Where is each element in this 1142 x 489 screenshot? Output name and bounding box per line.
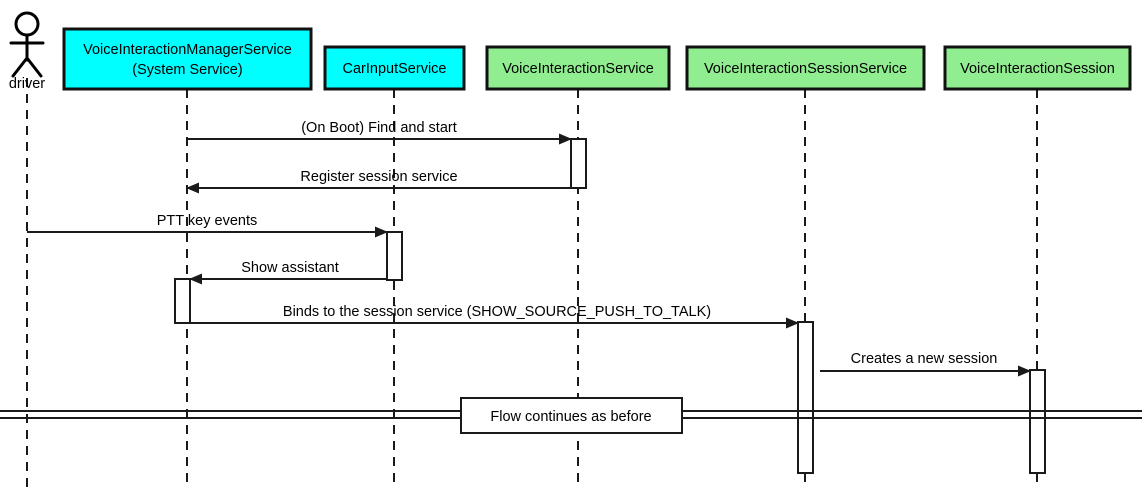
participant-sublabel-vims: (System Service) bbox=[132, 62, 242, 78]
divider-box bbox=[460, 397, 683, 434]
actor-head-icon bbox=[14, 11, 40, 37]
flow-divider-group: Flow continues as before bbox=[0, 397, 1142, 434]
msg-show-assistant[interactable]: Show assistant bbox=[189, 260, 387, 285]
participant-label-session: VoiceInteractionSession bbox=[960, 61, 1115, 77]
msg-binds-to-session-service[interactable]: Binds to the session service (SHOW_SOURC… bbox=[190, 304, 799, 329]
participant-label-carinput: CarInputService bbox=[343, 61, 447, 77]
msg-ptt-key-events[interactable]: PTT key events bbox=[27, 213, 388, 238]
msg-register-session-service[interactable]: Register session service bbox=[186, 169, 571, 194]
participant-label-viss: VoiceInteractionSessionService bbox=[704, 61, 907, 77]
participant-viss[interactable]: VoiceInteractionSessionService bbox=[685, 45, 926, 91]
msg-register-session-service-label: Register session service bbox=[300, 169, 457, 185]
activation-bar-vims bbox=[174, 278, 191, 324]
participant-box-viss bbox=[685, 45, 926, 91]
participant-label-vims: VoiceInteractionManagerService bbox=[83, 42, 292, 58]
participant-box-carinput bbox=[323, 45, 466, 91]
participant-box-vis bbox=[485, 45, 671, 91]
actor-label: driver bbox=[9, 76, 45, 92]
msg-on-boot-find-and-start[interactable]: (On Boot) Find and start bbox=[187, 120, 572, 145]
actor-right-leg-icon bbox=[25, 56, 43, 78]
msg-show-assistant-label: Show assistant bbox=[241, 260, 339, 276]
activation-bar-carinput bbox=[386, 231, 403, 281]
participant-carinput[interactable]: CarInputService bbox=[323, 45, 466, 91]
participant-label-vis: VoiceInteractionService bbox=[502, 61, 654, 77]
participant-session[interactable]: VoiceInteractionSession bbox=[943, 45, 1132, 91]
actor-left-leg-icon bbox=[11, 56, 29, 78]
activation-bar-session bbox=[1029, 369, 1046, 474]
activations-group bbox=[174, 138, 1046, 474]
participant-box-vims bbox=[62, 27, 313, 91]
divider-label: Flow continues as before bbox=[490, 409, 651, 425]
msg-on-boot-find-and-start-label: (On Boot) Find and start bbox=[301, 120, 457, 136]
participants-group: VoiceInteractionManagerService (System Se… bbox=[62, 27, 1132, 91]
activation-bar-viss bbox=[797, 321, 814, 474]
activation-bar-vis bbox=[570, 138, 587, 189]
participant-box-session bbox=[943, 45, 1132, 91]
msg-ptt-key-events-label: PTT key events bbox=[157, 213, 257, 229]
msg-creates-a-new-session-label: Creates a new session bbox=[851, 351, 998, 367]
msg-creates-a-new-session[interactable]: Creates a new session bbox=[820, 351, 1031, 377]
actor-driver: driver bbox=[9, 11, 45, 92]
participant-vis[interactable]: VoiceInteractionService bbox=[485, 45, 671, 91]
msg-binds-to-session-service-label: Binds to the session service (SHOW_SOURC… bbox=[283, 304, 711, 320]
participant-vims[interactable]: VoiceInteractionManagerService (System Se… bbox=[62, 27, 313, 91]
